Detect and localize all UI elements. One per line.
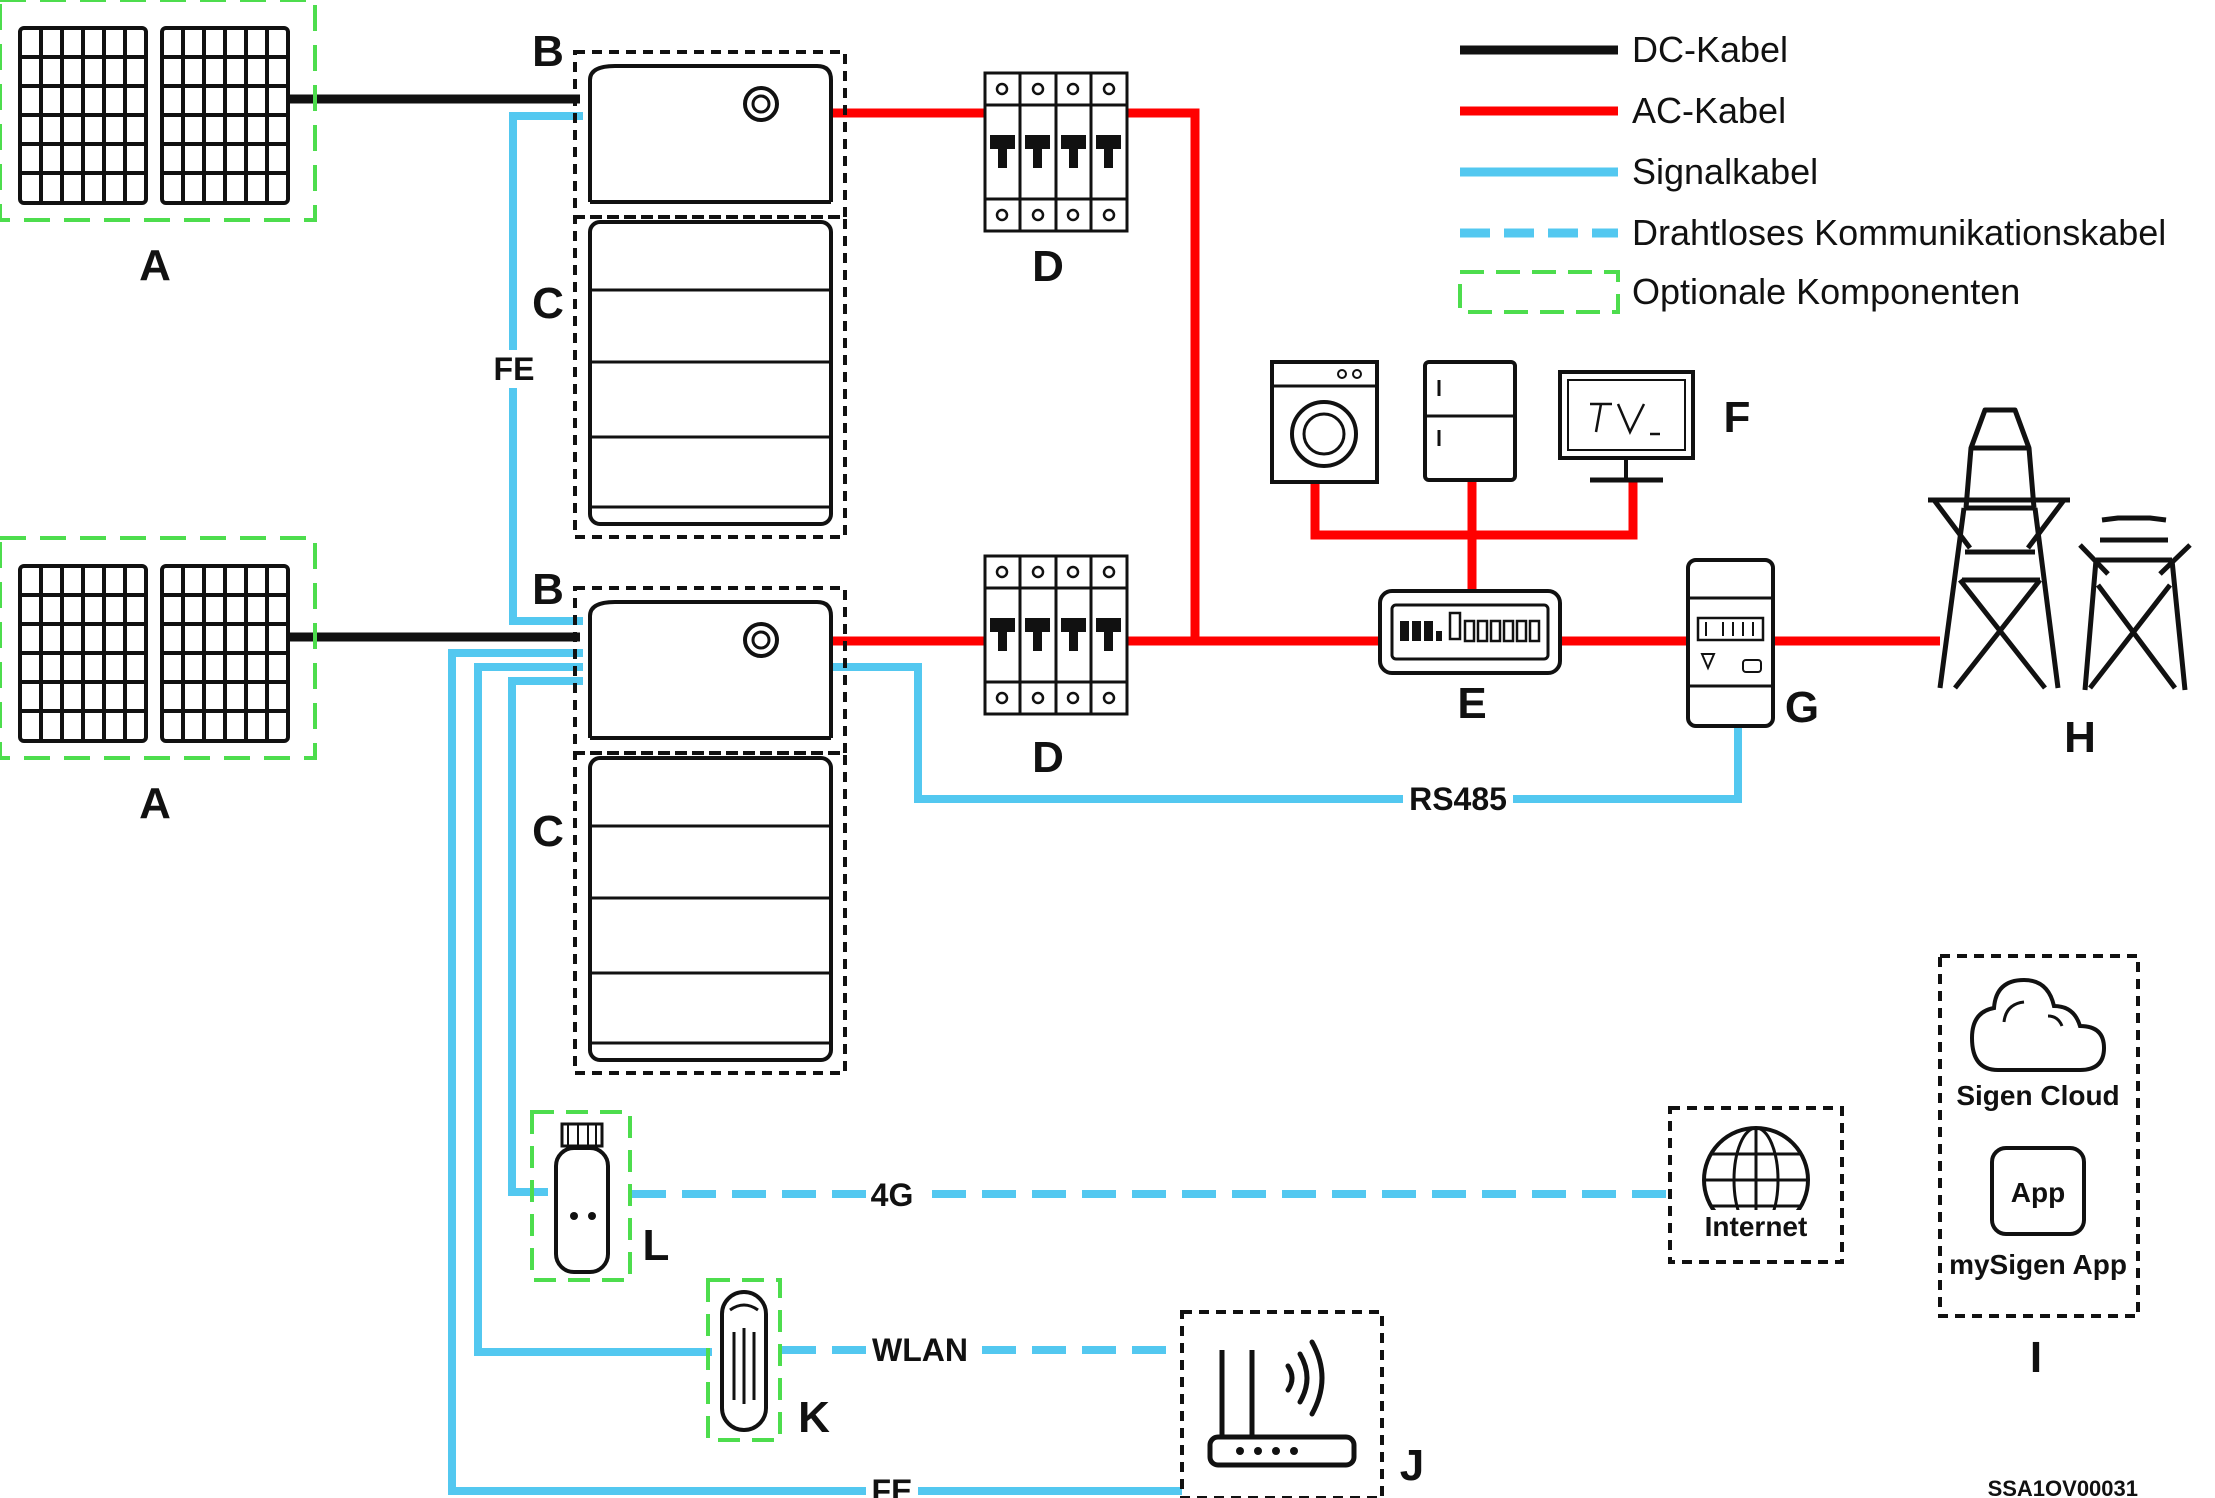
label-b-top: B: [532, 27, 564, 76]
router-icon: [1180, 1310, 1384, 1498]
mysigen-app-label: mySigen App: [1949, 1249, 2127, 1280]
fe-bottom-label: FE: [872, 1473, 913, 1498]
rs485-label: RS485: [1409, 781, 1507, 817]
label-f: F: [1724, 393, 1751, 442]
cable-labels: FE RS485 4G WLAN FE: [488, 350, 1513, 1498]
inverter-battery-top: [573, 50, 847, 539]
fe-top-label: FE: [494, 351, 535, 387]
legend-wireless-label: Drahtloses Kommunikationskabel: [1632, 212, 2166, 253]
label-c-bottom: C: [532, 807, 564, 856]
label-d-bottom: D: [1032, 733, 1064, 782]
energy-meter-icon: [1686, 558, 1775, 728]
app-icon: [1990, 1146, 2086, 1236]
legend-optional-label: Optionale Komponenten: [1632, 271, 2020, 312]
circuit-breaker-icon: [983, 554, 1129, 716]
label-i: I: [2030, 1333, 2042, 1382]
tv-icon: [1558, 370, 1695, 483]
label-g: G: [1785, 683, 1819, 732]
globe-icon: [1668, 1106, 1844, 1264]
power-pylon-icon: [1928, 407, 2192, 691]
label-h: H: [2064, 713, 2096, 762]
cloud-app-group: [1938, 954, 2140, 1318]
figure-code: SSA1OV00031: [1988, 1476, 2138, 1498]
washing-machine-icon: [1270, 360, 1379, 484]
distribution-box-icon: [1378, 589, 1562, 675]
app-icon-label: App: [2011, 1177, 2065, 1208]
wireless-links: [632, 1190, 1670, 1354]
wlan-label: WLAN: [872, 1332, 968, 1368]
cloud-icon: [1969, 977, 2107, 1072]
4g-dongle-icon: [530, 1110, 632, 1282]
fridge-icon: [1423, 360, 1517, 482]
label-e: E: [1457, 679, 1486, 728]
label-l: L: [643, 1221, 670, 1270]
dc-cables: [290, 94, 580, 642]
circuit-breaker-icon: [983, 71, 1129, 233]
legend: DC-Kabel AC-Kabel Signalkabel Drahtloses…: [1458, 29, 2166, 314]
signal-cable-fe-router: [448, 649, 1182, 1495]
label-j: J: [1400, 1441, 1424, 1490]
label-a-bottom: A: [139, 779, 171, 828]
legend-signal-label: Signalkabel: [1632, 151, 1818, 192]
label-a-top: A: [139, 241, 171, 290]
legend-optional-swatch: [1458, 270, 1620, 314]
label-c-top: C: [532, 279, 564, 328]
label-d-top: D: [1032, 242, 1064, 291]
4g-label: 4G: [871, 1177, 914, 1213]
wlan-dongle-icon: [706, 1278, 782, 1442]
ac-cable-top: [828, 108, 1200, 641]
solar-panel-icon: [0, 536, 317, 760]
signal-cable-wlan: [474, 663, 712, 1356]
internet-label: Internet: [1705, 1211, 1808, 1242]
legend-dc-label: DC-Kabel: [1632, 29, 1788, 70]
inverter-battery-bottom: [573, 586, 847, 1075]
label-b-bottom: B: [532, 565, 564, 614]
solar-panel-icon: [0, 0, 317, 222]
signal-cable-4g: [508, 677, 583, 1196]
label-k: K: [798, 1393, 830, 1442]
legend-ac-label: AC-Kabel: [1632, 90, 1786, 131]
signal-cable-rs485: [828, 663, 1742, 803]
ac-cable-loads-bus: [1310, 480, 1638, 540]
sigen-cloud-label: Sigen Cloud: [1956, 1080, 2119, 1111]
